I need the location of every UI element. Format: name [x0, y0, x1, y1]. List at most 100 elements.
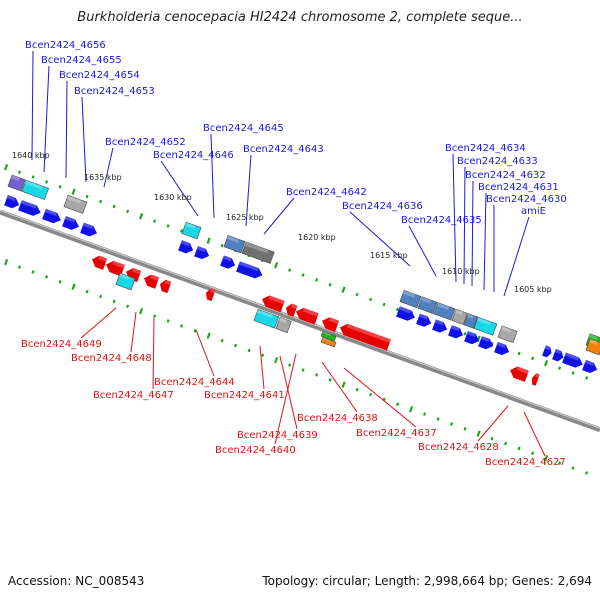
- feature-block-shape: [451, 308, 468, 325]
- gene-label: Bcen2424_4636: [342, 201, 423, 212]
- forward-cds-arrow-shape: [416, 313, 432, 327]
- reverse-cds-arrow-gloss: [112, 260, 125, 269]
- reverse-cds-arrow-gloss: [268, 295, 285, 305]
- leader-line: [31, 50, 34, 161]
- tick-mark: [517, 446, 521, 451]
- tick-mark: [126, 209, 130, 214]
- tick-mark: [18, 265, 22, 269]
- feature-block: [275, 316, 292, 334]
- leader-line: [279, 355, 298, 430]
- tick-mark: [544, 455, 549, 462]
- tick-mark: [166, 224, 170, 228]
- kbp-label: 1610 kbp: [442, 267, 480, 276]
- forward-cds-arrow-shape: [494, 341, 510, 356]
- tick-mark: [99, 294, 103, 299]
- forward-cds-arrow-gloss: [496, 341, 506, 348]
- tick-mark: [463, 332, 467, 336]
- tick-mark: [31, 175, 35, 179]
- leader-line: [523, 411, 546, 457]
- feature-block-gloss: [256, 309, 274, 319]
- tick-mark: [180, 324, 184, 328]
- tick-mark: [85, 289, 89, 294]
- leader-line: [349, 211, 411, 267]
- feature-block-gloss: [500, 325, 512, 333]
- features-group: [4, 174, 600, 386]
- forward-cds-arrow-gloss: [398, 306, 412, 314]
- reverse-cds-arrow: [106, 260, 125, 277]
- forward-cds-arrow: [552, 348, 564, 362]
- backbone-group: [0, 209, 600, 433]
- feature-block-gloss: [66, 195, 82, 204]
- reverse-cds-arrow-shape: [286, 303, 298, 317]
- gene-label: Bcen2424_4652: [105, 137, 186, 148]
- forward-cds-arrow-gloss: [6, 195, 16, 201]
- forward-cds-arrow-shape: [552, 348, 564, 362]
- feature-block-gloss: [184, 222, 196, 229]
- forward-cds-arrow-shape: [4, 195, 20, 209]
- reverse-cds-arrow-gloss: [164, 279, 172, 286]
- feature-block: [433, 302, 456, 321]
- leader-line: [483, 192, 487, 291]
- reverse-cds-arrow-shape: [206, 288, 216, 302]
- leader-line: [245, 154, 252, 227]
- forward-cds-arrow: [396, 306, 415, 321]
- forward-cds-arrow-gloss: [64, 216, 76, 223]
- gene-label: Bcen2424_4642: [286, 187, 367, 198]
- tick-mark: [206, 237, 211, 244]
- forward-cds-arrow-shape: [562, 352, 583, 368]
- tick-mark: [153, 314, 157, 318]
- forward-cds-arrow: [582, 359, 598, 374]
- tick-mark: [301, 368, 305, 372]
- gene-label: Bcen2424_4633: [457, 156, 538, 167]
- forward-cds-arrow-shape: [18, 200, 41, 216]
- forward-cds-arrow: [4, 195, 20, 209]
- forward-cds-arrow-gloss: [222, 255, 232, 262]
- feature-block-shape: [497, 325, 518, 343]
- feature-block-gloss: [476, 317, 492, 326]
- feature-block-shape: [320, 337, 337, 348]
- gene-label: Bcen2424_4631: [478, 182, 559, 193]
- tick-mark: [288, 268, 292, 272]
- feature-block-shape: [7, 174, 26, 192]
- feature-block-shape: [181, 221, 202, 240]
- kbp-label: 1625 kbp: [226, 213, 264, 222]
- tick-mark: [153, 219, 157, 223]
- feature-block-gloss: [118, 273, 130, 280]
- tick-mark: [409, 406, 414, 413]
- forward-cds-arrow-gloss: [480, 336, 490, 343]
- reverse-cds-arrow: [532, 373, 540, 386]
- leader-line: [80, 307, 117, 339]
- gene-label: Bcen2424_4630: [486, 194, 567, 205]
- leader-line: [452, 153, 457, 283]
- tick-mark: [193, 329, 197, 333]
- kbp-label: 1640 kbp: [12, 151, 50, 160]
- forward-cds-arrow-gloss: [584, 359, 594, 366]
- forward-cds-arrow-gloss: [554, 348, 562, 355]
- backbone-line: [0, 209, 600, 433]
- tick-mark: [18, 170, 22, 174]
- forward-cds-arrow-gloss: [196, 245, 206, 252]
- tick-mark: [423, 412, 427, 416]
- forward-cds-arrow-gloss: [564, 352, 580, 361]
- tick-mark: [531, 451, 535, 456]
- reverse-cds-arrow-gloss: [302, 307, 319, 317]
- forward-cds-arrow-gloss: [20, 200, 37, 209]
- forward-cds-arrow-shape: [62, 216, 80, 230]
- feature-block-gloss: [24, 180, 43, 190]
- tick-mark: [463, 427, 467, 431]
- forward-cds-arrow-gloss: [450, 325, 460, 332]
- feature-block-shape: [473, 316, 498, 336]
- forward-cds-arrow-shape: [178, 240, 194, 254]
- feature-block-shape: [275, 316, 292, 334]
- leader-line: [65, 80, 68, 179]
- leader-lines: [31, 50, 546, 457]
- reverse-cds-arrow: [160, 279, 172, 294]
- tick-mark: [58, 280, 62, 284]
- feature-block-gloss: [402, 290, 416, 298]
- tick-mark: [396, 307, 400, 312]
- leader-line: [195, 329, 215, 377]
- tick-mark: [206, 332, 211, 339]
- tick-mark: [396, 402, 400, 407]
- feature-block: [473, 316, 498, 336]
